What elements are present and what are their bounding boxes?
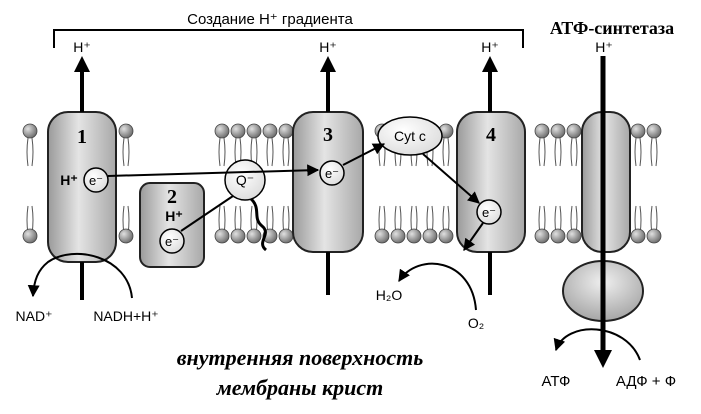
lipid-head [566, 123, 582, 139]
quinone-tail [248, 196, 268, 252]
cytochrome-label: Cyt c [394, 128, 426, 144]
complex-1-electron: e⁻ [89, 173, 103, 188]
lipid-head [214, 228, 230, 244]
lipid-tail [554, 137, 562, 167]
lipid-tail [634, 137, 642, 167]
lipid-head [22, 123, 38, 139]
proton-arrow-up-icon [320, 56, 336, 72]
complex-2: 2 H⁺ e⁻ [139, 182, 205, 268]
lipid-head [374, 228, 390, 244]
lipid-head [630, 123, 646, 139]
complex-1-proton: H⁺ [60, 172, 78, 188]
adp-label: АДФ + Ф [616, 373, 676, 390]
lipid-head [534, 123, 550, 139]
lipid-head [646, 123, 662, 139]
quinone-label: Q⁻ [236, 172, 254, 188]
lipid-head [406, 228, 422, 244]
electron-circle [319, 160, 345, 186]
complex-1-number: 1 [77, 126, 87, 148]
caption-line-1: внутренняя поверхность [177, 345, 424, 370]
proton-arrow-up-icon [74, 56, 90, 72]
lipid-head [550, 123, 566, 139]
lipid-tail [26, 137, 34, 167]
electron-circle [476, 199, 502, 225]
atp-synthase [553, 56, 644, 368]
lipid-head [262, 123, 278, 139]
lipid-tail [282, 137, 290, 167]
complex-2-number: 2 [167, 186, 177, 208]
lipid-tail [650, 137, 658, 167]
atp-label: АТФ [542, 373, 571, 390]
complex-3-number: 3 [323, 124, 333, 146]
lipid-head [278, 228, 294, 244]
lipid-head [118, 123, 134, 139]
lipid-head [230, 228, 246, 244]
complex-3-electron: e⁻ [325, 166, 339, 181]
water-formation [398, 262, 477, 311]
lipid-head [246, 123, 262, 139]
lipid-head [390, 228, 406, 244]
electron-circle [83, 167, 109, 193]
cytochrome-c-carrier: Cyt c [377, 116, 443, 156]
proton-arrow-up-icon [482, 56, 498, 72]
complex-4: 4 e⁻ [456, 56, 526, 295]
oxygen-label: O₂ [468, 315, 484, 331]
lipid-head [214, 123, 230, 139]
lipid-head [438, 228, 454, 244]
gradient-label: Создание H⁺ градиента [187, 11, 353, 28]
lipid-head [230, 123, 246, 139]
water-label: H₂O [376, 287, 403, 303]
complex-4-number: 4 [486, 124, 496, 146]
complex-1: 1 H⁺ e⁻ [47, 56, 117, 300]
lipid-head [646, 228, 662, 244]
nadh-oxidation [27, 253, 133, 299]
lipid-tail [266, 137, 274, 167]
nadh-label: NADH+H⁺ [93, 308, 158, 324]
nad-label: NAD⁺ [16, 308, 53, 324]
lipid-tail [442, 137, 450, 167]
lipid-head [118, 228, 134, 244]
lipid-head [246, 228, 262, 244]
complex-2-electron: e⁻ [165, 234, 179, 249]
proton-label-1: H⁺ [73, 39, 91, 55]
lipid-head [566, 228, 582, 244]
atp-synthase-label: АТФ-синтетаза [550, 18, 674, 38]
ubiquinone-carrier: Q⁻ [224, 159, 268, 252]
proton-label-4: H⁺ [481, 39, 499, 55]
lipid-head [630, 228, 646, 244]
electron-flow [107, 143, 484, 251]
lipid-head [422, 228, 438, 244]
lipid-head [278, 123, 294, 139]
proton-label-3: H⁺ [319, 39, 337, 55]
gradient-bracket: Создание H⁺ градиента [53, 11, 524, 48]
lipid-tail [218, 137, 226, 167]
complex-3: 3 e⁻ [292, 56, 364, 295]
electron-circle [159, 228, 185, 254]
lipid-tail [570, 137, 578, 167]
caption-line-2: мембраны крист [216, 375, 384, 400]
lipid-tail [538, 137, 546, 167]
proton-label-synthase: H⁺ [595, 39, 613, 55]
lipid-head [22, 228, 38, 244]
lipid-head [550, 228, 566, 244]
complex-2-proton: H⁺ [165, 208, 183, 224]
complex-4-electron: e⁻ [482, 205, 496, 220]
lipid-head [534, 228, 550, 244]
proton-arrow-down-icon [594, 350, 612, 368]
lipid-tail [122, 137, 130, 167]
